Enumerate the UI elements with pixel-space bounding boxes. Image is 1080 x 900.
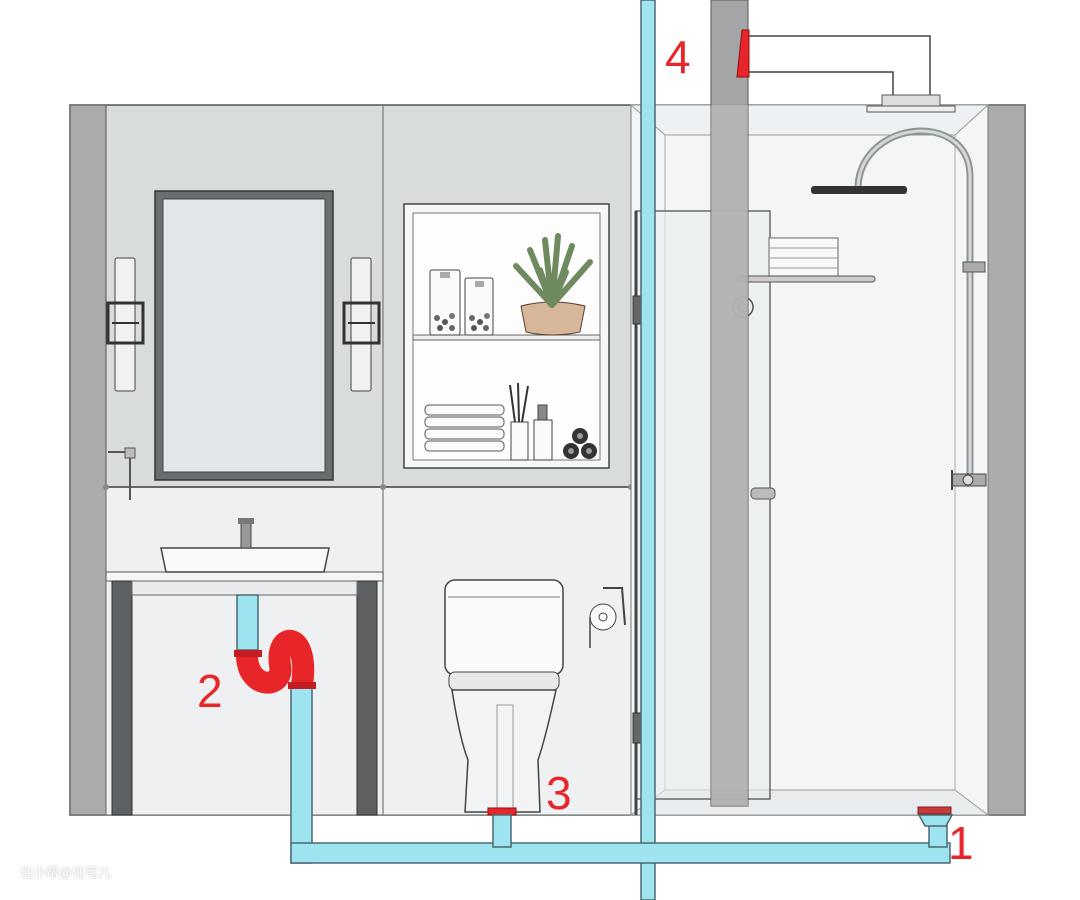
vent-valve bbox=[736, 29, 750, 78]
sink-tailpiece bbox=[236, 594, 259, 651]
faucet bbox=[240, 519, 252, 549]
drain-pipes bbox=[234, 0, 954, 900]
potted-plant bbox=[513, 233, 593, 336]
vent-duct-line bbox=[749, 35, 931, 95]
vertical-supply-pipe bbox=[640, 0, 656, 900]
vanity-leg-right bbox=[356, 580, 378, 816]
rain-shower-head bbox=[811, 186, 907, 194]
vessel-sink bbox=[160, 547, 330, 573]
soap-bottle bbox=[533, 404, 553, 461]
ceiling-vent bbox=[881, 94, 941, 108]
shower-head-set bbox=[811, 127, 987, 490]
left-side-wall bbox=[69, 104, 107, 816]
toilet-paper-holder bbox=[589, 587, 626, 648]
watermark: 住小帮@住宅儿 bbox=[20, 865, 112, 880]
floor-drain bbox=[917, 806, 952, 815]
sink-drain-pipe bbox=[290, 684, 313, 864]
toilet-drain-pipe bbox=[492, 814, 512, 848]
marker-floor-drain-label: 1 bbox=[948, 817, 974, 869]
vanity-countertop bbox=[105, 571, 384, 582]
shower-enclosure bbox=[629, 94, 990, 816]
mirror-glass bbox=[162, 198, 326, 473]
toilet-flange bbox=[487, 807, 517, 816]
s-trap bbox=[236, 629, 315, 694]
toilet bbox=[444, 579, 626, 816]
main-drain-pipe bbox=[290, 842, 951, 864]
jar-right bbox=[464, 277, 494, 336]
niche-shelf bbox=[412, 334, 601, 341]
vent-stack bbox=[710, 0, 931, 807]
reed-diffuser bbox=[509, 382, 529, 461]
wall-niche bbox=[403, 203, 610, 469]
right-side-wall bbox=[987, 104, 1026, 816]
door-handle bbox=[750, 487, 776, 500]
marker-toilet-outlet-label: 3 bbox=[546, 767, 572, 819]
sconce-left bbox=[106, 257, 145, 392]
toilet-bowl bbox=[451, 689, 557, 813]
toilet-tank bbox=[444, 579, 564, 676]
folded-towels bbox=[424, 404, 505, 452]
toilet-seat bbox=[448, 671, 560, 691]
jar-left bbox=[429, 269, 461, 336]
rolled-towels bbox=[563, 428, 597, 459]
marker-sink-trap-label: 2 bbox=[197, 665, 223, 717]
vanity-leg-left bbox=[111, 580, 133, 816]
vanity bbox=[105, 190, 384, 816]
sconce-right bbox=[342, 257, 381, 392]
marker-vent-valve-label: 4 bbox=[665, 31, 691, 83]
shower-shelf bbox=[736, 237, 876, 283]
